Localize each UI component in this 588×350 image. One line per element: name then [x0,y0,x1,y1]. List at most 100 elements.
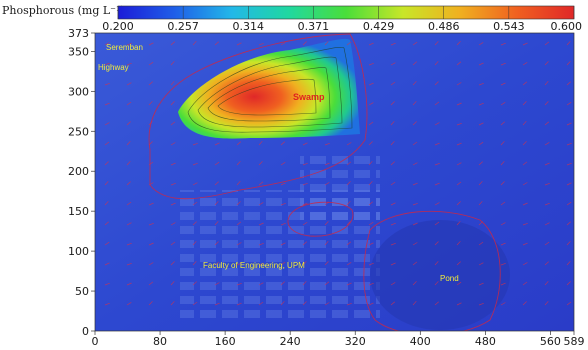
flow-arrow [236,242,242,246]
flow-arrow [126,161,131,166]
flow-arrow [434,81,439,86]
flow-arrow [104,181,109,186]
flow-arrow [544,101,549,106]
flow-arrow [368,181,373,186]
flow-arrow [500,42,506,46]
flow-arrow [258,262,264,266]
flow-arrow [324,142,330,146]
flow-arrow [456,102,462,106]
flow-arrow [434,301,439,306]
flow-arrow [412,202,418,206]
flow-arrow [500,222,506,226]
flow-arrow [544,162,550,166]
flow-arrow [148,42,154,46]
flow-arrow [390,181,396,186]
flow-arrow [148,301,153,306]
flow-arrow [522,242,528,246]
y-tick-label: 200 [68,165,89,178]
buildings-texture-2 [300,150,380,220]
flow-arrow [170,301,175,306]
flow-arrow [236,161,241,166]
flow-arrow [522,222,528,226]
flow-arrow [148,182,154,186]
flow-arrow [390,161,395,166]
flow-arrow [148,161,154,166]
flow-arrow [214,241,219,246]
x-tick-label: 560 [540,335,561,348]
flow-arrow [126,101,132,106]
flow-arrow [390,222,396,226]
flow-arrow [192,201,198,206]
flow-arrow [302,202,308,206]
flow-arrow [170,281,175,286]
flow-arrow [368,102,374,106]
flow-arrow [566,261,571,266]
x-tick-label: 240 [280,335,301,348]
y-tick-label: 150 [68,205,89,218]
flow-arrow [302,182,308,186]
flow-arrow [346,282,352,286]
flow-arrow [522,202,528,206]
flow-arrow [566,281,571,286]
flow-arrow [478,82,484,86]
flow-arrow [412,162,418,166]
plot-frame [94,32,575,332]
y-tick-label: 0 [82,325,89,338]
flow-arrow [456,142,462,146]
flow-arrow [522,182,528,186]
flow-arrow [412,141,418,146]
flow-arrow [412,222,418,226]
flow-arrow [434,241,439,246]
y-tick-label: 373 [68,27,89,40]
label-highway: Highway [98,63,129,72]
flow-arrow [544,222,550,226]
flow-arrow [126,302,132,306]
flow-arrow [456,302,462,306]
flow-arrow [456,181,462,186]
label-pond: Pond [440,274,459,283]
flow-arrow [236,180,241,186]
contour-lines [187,47,353,133]
flow-arrow [456,41,461,46]
flow-arrow [324,240,329,246]
flow-arrow [434,142,440,146]
flow-arrow [368,82,374,86]
flow-arrow [302,142,308,146]
flow-arrow [544,202,550,206]
flow-arrow [302,241,308,246]
flow-arrow [192,221,197,226]
flow-arrow [368,302,374,306]
flow-arrow [104,102,110,106]
flow-arrow [390,81,396,86]
flow-arrow [368,201,373,206]
flow-arrow [456,201,461,206]
flow-arrow [192,162,198,166]
flow-arrow [214,142,220,146]
flow-arrow [522,101,527,106]
flow-arrow [236,282,242,286]
flow-arrow [478,302,484,306]
flow-arrow [126,181,131,186]
flow-arrow [566,122,572,126]
y-tick-label: 50 [75,285,89,298]
flow-arrow [104,241,110,246]
flow-arrow [412,281,417,286]
flow-arrow [478,181,483,186]
flow-arrow [478,161,483,166]
flow-arrow [566,142,572,146]
flow-arrow [258,202,264,206]
flow-arrow [368,141,373,146]
flow-arrow [104,42,110,46]
flow-arrow [258,282,264,286]
flow-arrow [522,141,527,146]
colorbar-tick-label: 0.486 [428,20,460,33]
flow-arrow [170,261,175,266]
flow-arrow [346,142,352,146]
flow-arrow [434,261,439,266]
flow-arrow [500,302,506,306]
flow-arrow [478,122,484,126]
flow-arrow [236,302,242,306]
flow-arrow [368,282,374,286]
flow-arrow [434,281,439,286]
